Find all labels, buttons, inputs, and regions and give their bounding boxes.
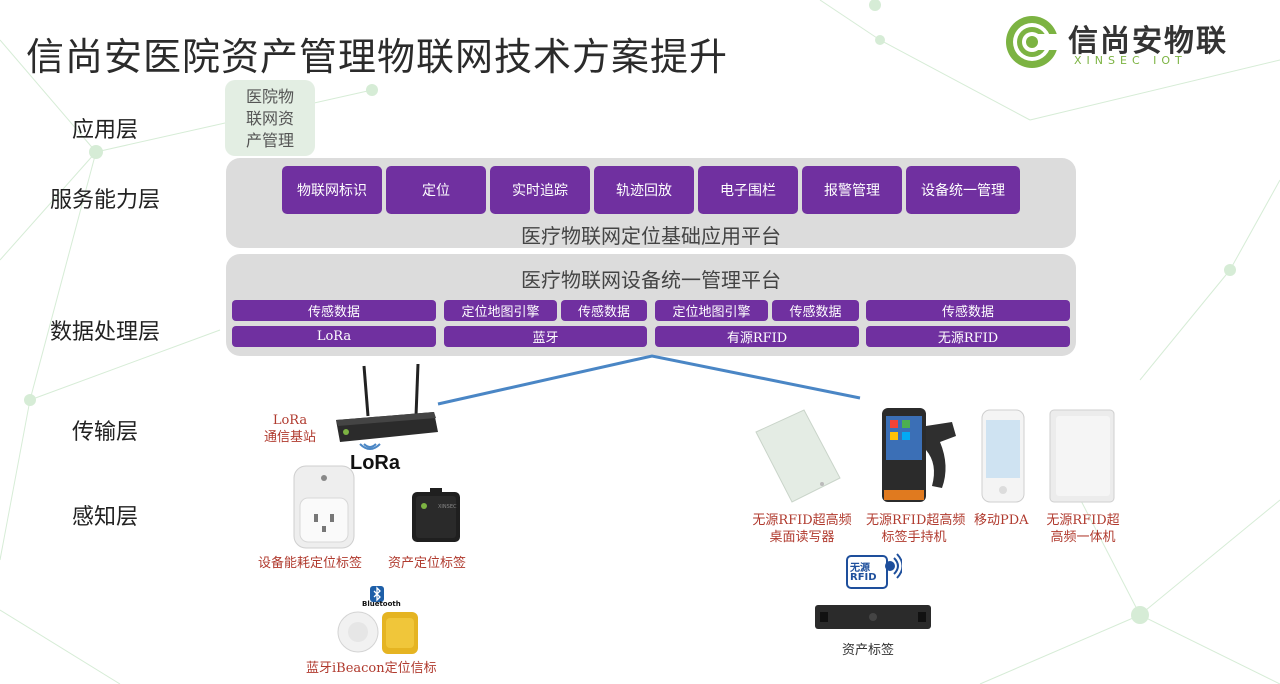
wireless-signal-icon: [359, 443, 381, 450]
caption-line: 无源RFID超高频: [752, 513, 852, 528]
page-title: 信尚安医院资产管理物联网技术方案提升: [26, 35, 729, 79]
app-box-line: 产管理: [245, 131, 294, 150]
layer-label-transport: 传输层: [71, 420, 138, 445]
rfid-badge-line2: RFID: [850, 572, 877, 583]
bluetooth-icon: [370, 586, 384, 602]
caption-line: 无源RFID超: [1046, 513, 1120, 528]
service-platform-title: 医疗物联网定位基础应用平台: [521, 224, 781, 248]
pda-caption: 移动PDA: [974, 513, 1029, 528]
service-track-playback: 轨迹回放: [594, 166, 694, 214]
dp-bt-map-engine: 定位地图引擎: [444, 300, 557, 321]
integrated-reader-icon: [1049, 409, 1115, 503]
dp-active-rfid-sensor-data: 传感数据: [772, 300, 859, 321]
dp-lora-sensor-data: 传感数据: [232, 300, 436, 321]
data-platform-title: 医疗物联网设备统一管理平台: [521, 268, 781, 292]
logo-subtitle: XINSEC IOT: [1074, 54, 1187, 67]
asset-tag-caption: 资产定位标签: [388, 556, 467, 571]
integrated-reader-caption: 无源RFID超 高频一体机: [1042, 512, 1124, 546]
desktop-reader-icon: [755, 409, 841, 503]
handheld-terminal-icon: [882, 408, 956, 502]
lora-station-caption: LoRa 通信基站: [256, 412, 324, 446]
layer-label-app: 应用层: [71, 118, 138, 143]
service-alarm-management: 报警管理: [802, 166, 902, 214]
asset-locating-tag-icon: XINSEC: [412, 488, 460, 542]
company-logo: 信尚安物联 XINSEC IOT: [1004, 12, 1266, 72]
dp-bt-sensor-data: 传感数据: [561, 300, 647, 321]
caption-line: 高频一体机: [1050, 530, 1116, 545]
lora-logo-text: LoRa: [350, 452, 400, 474]
dp-lora: LoRa: [232, 326, 436, 347]
dp-active-rfid-map-engine: 定位地图引擎: [655, 300, 768, 321]
service-positioning: 定位: [386, 166, 486, 214]
caption-line: 标签手持机: [881, 530, 947, 545]
app-box-line: 医院物: [245, 87, 294, 106]
bluetooth-label: Bluetooth: [362, 600, 401, 608]
caption-line: LoRa: [272, 413, 308, 428]
rfid-signal-icon: [846, 553, 902, 589]
logo-mark-icon: [1006, 16, 1060, 68]
dp-passive-rfid-sensor-data: 传感数据: [866, 300, 1070, 321]
service-geofence: 电子围栏: [698, 166, 798, 214]
device-brand-text: XINSEC: [438, 504, 457, 510]
dp-active-rfid: 有源RFID: [655, 326, 859, 347]
asset-label-caption: 资产标签: [842, 643, 895, 658]
service-iot-identity: 物联网标识: [282, 166, 382, 214]
app-box-line: 联网资: [245, 109, 294, 128]
ibeacon-caption: 蓝牙iBeacon定位信标: [306, 661, 437, 676]
app-asset-management-box: 医院物 联网资 产管理: [225, 80, 315, 156]
desktop-reader-caption: 无源RFID超高频 桌面读写器: [748, 512, 856, 546]
caption-line: 桌面读写器: [769, 530, 835, 545]
ibeacon-devices-icon: [337, 611, 418, 654]
dp-passive-rfid: 无源RFID: [866, 326, 1070, 347]
service-realtime-tracking: 实时追踪: [490, 166, 590, 214]
layer-label-service: 服务能力层: [49, 188, 160, 213]
caption-line: 通信基站: [263, 430, 316, 445]
layer-label-perception: 感知层: [71, 505, 138, 530]
asset-label-tag-icon: [815, 605, 931, 629]
mobile-pda-icon: [981, 409, 1025, 503]
lora-gateway-icon: [336, 363, 438, 442]
caption-line: 无源RFID超高频: [866, 513, 966, 528]
service-device-management: 设备统一管理: [906, 166, 1020, 214]
energy-tag-plug-icon: [293, 465, 355, 549]
energy-tag-caption: 设备能耗定位标签: [258, 556, 363, 571]
handheld-caption: 无源RFID超高频 标签手持机: [866, 512, 966, 546]
layer-label-data: 数据处理层: [49, 320, 160, 345]
rfid-badge-line1: 无源: [850, 563, 870, 574]
logo-name: 信尚安物联: [1068, 24, 1228, 59]
passive-rfid-badge: 无源 RFID: [846, 552, 902, 590]
dp-bluetooth: 蓝牙: [444, 326, 647, 347]
